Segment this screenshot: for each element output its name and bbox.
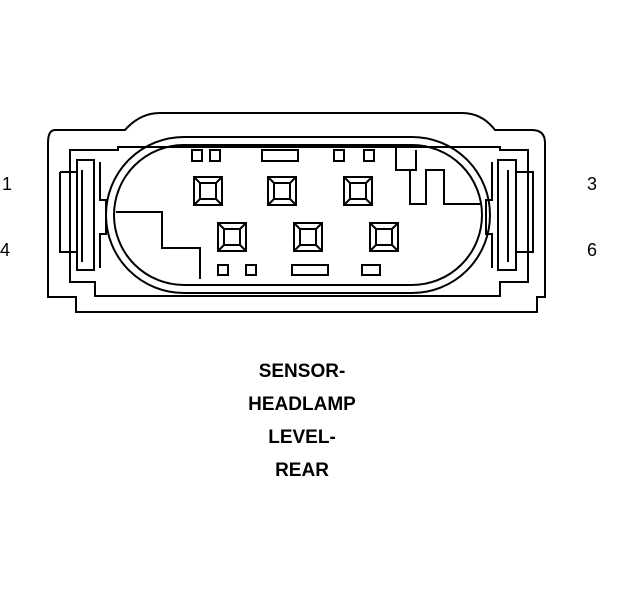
terminal-cavity (293, 222, 323, 252)
pin-label-6: 6 (587, 240, 598, 260)
pin-label-1: 1 (2, 174, 13, 194)
caption-line-1: SENSOR- (258, 361, 346, 382)
caption-line-4: REAR (275, 460, 329, 481)
left-key-step (116, 211, 201, 279)
connector-face-diagram (47, 112, 546, 313)
housing-outline (47, 112, 546, 313)
bottom-tabs (217, 264, 381, 276)
oval-seal-inner (113, 144, 483, 286)
oval-seal-outer (105, 136, 491, 294)
terminal-cavities-bottom-row (217, 222, 399, 252)
right-key-notch (395, 147, 480, 205)
terminal-cavities-top-row (193, 176, 373, 206)
pin-label-3: 3 (587, 174, 598, 194)
terminal-cavity (193, 176, 223, 206)
caption-line-2: HEADLAMP (248, 394, 356, 415)
terminal-cavity (267, 176, 297, 206)
terminal-cavity (217, 222, 247, 252)
left-latch (59, 159, 107, 271)
caption-line-3: LEVEL- (268, 427, 336, 448)
right-latch (485, 159, 534, 271)
terminal-cavity (369, 222, 399, 252)
pin-label-4: 4 (0, 240, 11, 260)
terminal-cavity (343, 176, 373, 206)
top-tabs (191, 149, 375, 162)
housing-inner-frame (69, 146, 529, 297)
